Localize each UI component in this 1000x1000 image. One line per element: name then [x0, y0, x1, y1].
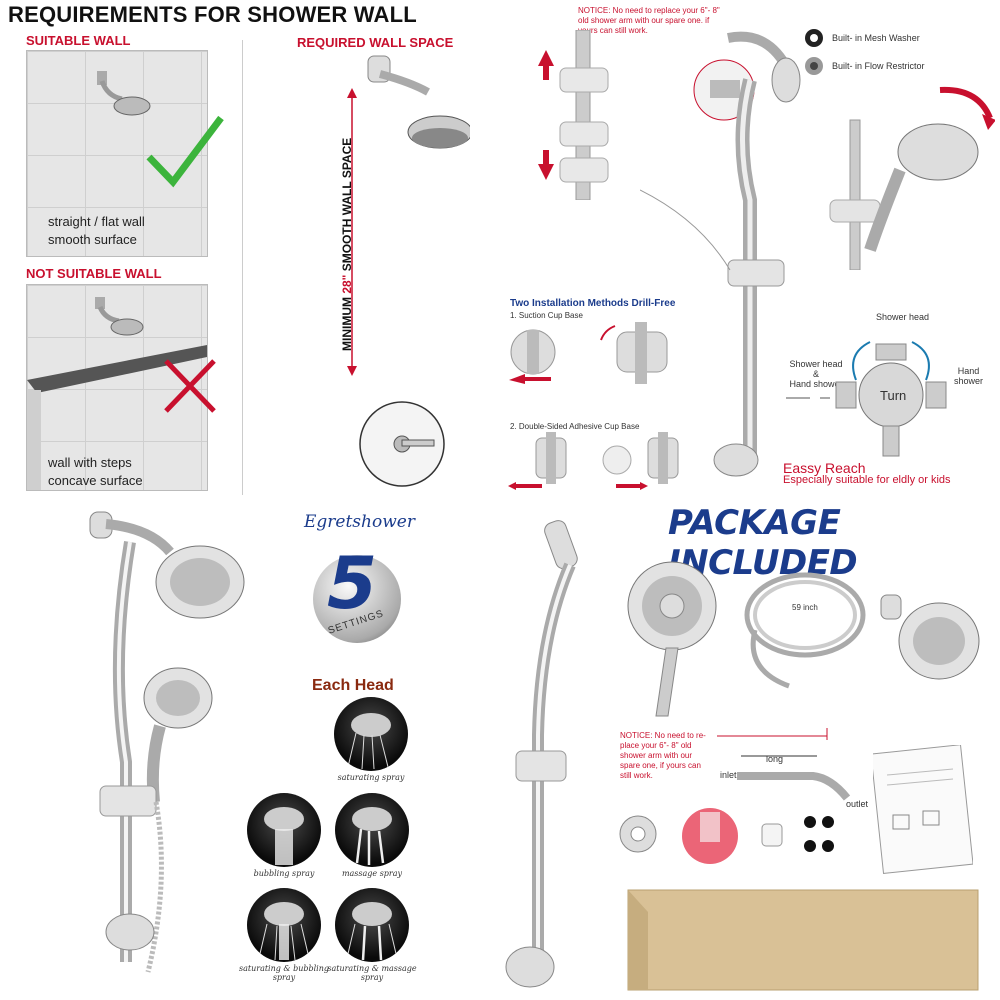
- slide-bar-part-image: [505, 520, 578, 988]
- hose-length-label: 59 inch: [792, 603, 818, 612]
- requirements-title: REQUIREMENTS FOR SHOWER WALL: [8, 2, 417, 27]
- spray-caption-5: saturating & massage spray: [327, 964, 417, 982]
- flow-restrictor-label: Built- in Flow Restrictor: [832, 61, 925, 71]
- suitable-wall-header: SUITABLE WALL: [26, 33, 131, 48]
- not-suitable-wall-header: NOT SUITABLE WALL: [26, 266, 162, 281]
- outlet-label: outlet: [846, 799, 869, 809]
- suction-base-image: [509, 322, 668, 384]
- inlet-label: inlet: [720, 770, 737, 780]
- spray-saturating-icon: [334, 697, 408, 771]
- washer-icons: [805, 29, 823, 75]
- arm-notice: NOTICE: No need to replace your 6"- 8" o…: [578, 6, 720, 35]
- package-box-image: [627, 889, 979, 991]
- diverter-left-label: Shower head & Hand shower: [788, 359, 844, 389]
- mesh-washer-label: Built- in Mesh Washer: [832, 33, 920, 43]
- cross-icon: [164, 359, 216, 413]
- adhesive-base-image: [508, 432, 679, 490]
- space-prefix: MINIMUM: [340, 293, 354, 351]
- manual-sheet-image: [873, 745, 973, 875]
- spray-saturating-bubbling-icon: [247, 888, 321, 962]
- spray-bubbling-icon: [247, 793, 321, 867]
- easy-reach-title: Eassy Reach: [783, 460, 866, 476]
- hose-image: [744, 572, 866, 689]
- accessory-parts-image: [619, 808, 834, 864]
- spray-massage-icon: [335, 793, 409, 867]
- slide-bar-image: [640, 78, 785, 477]
- suitable-line1: straight / flat wall: [48, 214, 145, 229]
- method2-label: 2. Double-Sided Adhesive Cup Base: [510, 422, 640, 431]
- diverter-top-label: Shower head: [876, 312, 930, 322]
- shower-system-image: [89, 511, 245, 973]
- handshower-rotate-image: [829, 86, 995, 270]
- each-head-label: Each Head: [312, 677, 394, 694]
- diverter-left-line2: &: [812, 369, 819, 379]
- method1-label: 1. Suction Cup Base: [510, 311, 583, 320]
- diverter-left-line3: Hand shower: [789, 379, 843, 389]
- diverter-left-line1: Shower head: [789, 359, 843, 369]
- suitable-line2: smooth surface: [48, 232, 137, 247]
- settings-number: 5: [327, 541, 378, 625]
- long-label: long: [766, 754, 784, 764]
- panel-divider: [242, 40, 243, 495]
- unsuitable-wall-image: [26, 284, 208, 491]
- check-icon: [146, 115, 224, 188]
- space-suffix: SMOOTH WALL SPACE: [340, 137, 354, 275]
- spray-caption-1: saturating spray: [337, 773, 405, 782]
- package-notice: NOTICE: No need to re- place your 6"- 8"…: [620, 731, 706, 780]
- easy-reach-subtitle: Especially suitable for eldly or kids: [783, 474, 951, 486]
- space-value: 28": [340, 274, 354, 294]
- unsuitable-line2: concave surface: [48, 473, 143, 488]
- shower-head-icon: [27, 297, 207, 490]
- minimum-space-label: MINIMUM 28" SMOOTH WALL SPACE: [340, 138, 354, 351]
- diverter-image: [786, 341, 947, 457]
- spray-saturating-massage-icon: [335, 888, 409, 962]
- fixed-shower-head-image: [880, 594, 980, 680]
- shower-head-icon: [97, 71, 151, 116]
- diverter-right-label: Hand shower: [954, 366, 983, 386]
- spray-caption-3: massage spray: [341, 869, 403, 878]
- slider-bracket-image: [538, 30, 609, 200]
- brand-logo: Egretshower: [304, 512, 415, 532]
- handheld-shower-image: [627, 561, 717, 717]
- unsuitable-line1: wall with steps: [48, 455, 132, 470]
- spray-caption-4: saturating & bubbling spray: [239, 964, 329, 982]
- methods-title: Two Installation Methods Drill-Free: [510, 298, 676, 309]
- settings-badge: 5 SETTINGS: [313, 541, 401, 643]
- suitable-wall-image: [26, 50, 208, 257]
- diverter-right-line1: Hand: [957, 366, 980, 376]
- required-wall-space-header: REQUIRED WALL SPACE: [297, 35, 454, 50]
- wall-space-diagram: [347, 55, 470, 487]
- diverter-right-line2: shower: [954, 376, 984, 386]
- turn-label: Turn: [880, 388, 907, 403]
- spray-caption-2: bubbling spray: [253, 869, 315, 878]
- shower-arm-image: [717, 728, 851, 801]
